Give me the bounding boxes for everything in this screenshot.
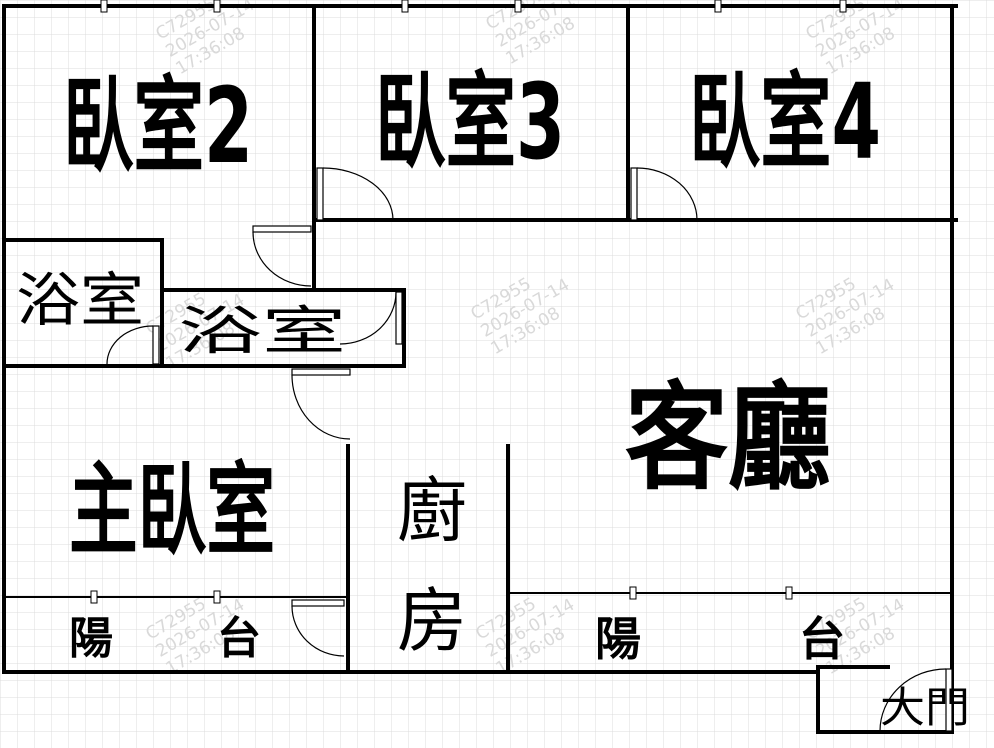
label-kitchen-2: 房 <box>397 580 467 662</box>
label-main-door: 大門 <box>880 683 970 732</box>
door-bedroom4 <box>630 167 638 221</box>
label-bedroom2: 臥室2 <box>63 65 253 187</box>
label-kitchen-1: 廚 <box>397 470 467 552</box>
label-bedroom4: 臥室4 <box>689 61 881 183</box>
label-master-bedroom: 主臥室 <box>69 452 275 569</box>
door-master <box>291 368 351 376</box>
door-main <box>945 668 953 732</box>
wall-bath-left <box>2 238 164 368</box>
label-living-room: 客廳 <box>625 371 831 506</box>
door-balcony-left <box>291 599 345 607</box>
label-bedroom3: 臥室3 <box>375 61 565 183</box>
doors <box>106 167 953 732</box>
label-balcony-left: 陽 台 <box>69 613 261 664</box>
label-bath-center: 浴室 <box>178 302 346 362</box>
room-labels: 臥室2 臥室3 臥室4 浴室 浴室 主臥室 廚 房 客廳 陽 台 陽 台 大門 <box>16 61 970 732</box>
door-bedroom3 <box>316 167 324 221</box>
label-bath-left: 浴室 <box>16 266 144 334</box>
door-bath-left <box>152 325 160 365</box>
entrance-notch <box>816 665 954 734</box>
door-bedroom2 <box>252 225 312 233</box>
door-bath-center <box>395 291 403 345</box>
window-marks <box>90 0 847 604</box>
